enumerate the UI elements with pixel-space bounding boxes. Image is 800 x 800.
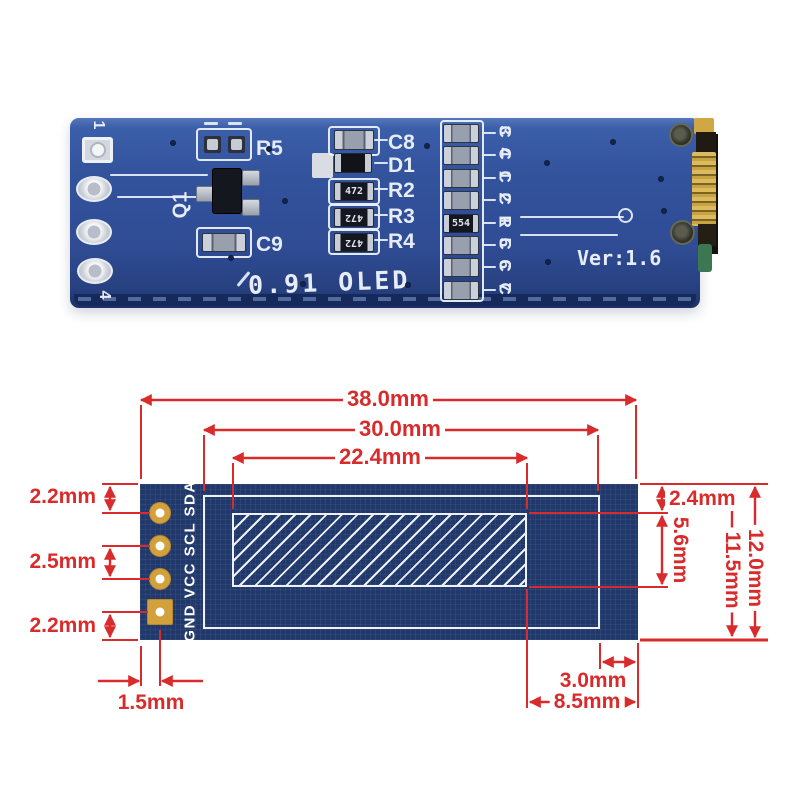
via xyxy=(228,255,234,261)
dim-inner-height: 11.5mm xyxy=(720,527,744,613)
smd-c2 xyxy=(443,191,479,211)
board-bottom-castellation xyxy=(78,297,692,301)
pin1-pad xyxy=(82,137,113,163)
flex-connector-gold-cap xyxy=(694,118,714,134)
via xyxy=(266,146,272,152)
d1-diode xyxy=(334,153,372,173)
silk-tick xyxy=(204,122,218,125)
via xyxy=(282,198,288,204)
silk-label-c8: C8 xyxy=(388,131,415,154)
diagram-pin-scl xyxy=(149,535,171,557)
dim-pin-top: 2.2mm xyxy=(25,485,100,509)
dim-glass-width: 30.0mm xyxy=(355,416,445,442)
leader-line xyxy=(482,199,496,202)
leader-line xyxy=(482,176,496,179)
mounting-hole xyxy=(670,220,695,245)
r4-outline xyxy=(328,229,380,255)
silk-trace xyxy=(110,174,208,176)
dim-active-right: 8.5mm xyxy=(549,690,625,714)
diagram-glass-area xyxy=(203,495,600,629)
silk-label-d1: D1 xyxy=(388,154,415,177)
via xyxy=(661,208,667,214)
c9-outline xyxy=(196,227,252,258)
smd-c1 xyxy=(443,168,479,188)
q1-transistor xyxy=(212,168,242,214)
leader-line xyxy=(482,154,496,157)
pin3-pad xyxy=(76,219,112,245)
board-model-label: 0.91 OLED xyxy=(247,265,411,300)
diagram-pin-labels: GND VCC SCL SDA xyxy=(181,480,199,642)
q1-lead xyxy=(242,199,260,216)
dim-pin-pitch: 2.5mm xyxy=(25,550,100,574)
dim-active-height: 5.6mm xyxy=(668,512,692,588)
flex-connector-green xyxy=(698,244,712,272)
silk-trace xyxy=(117,196,221,198)
via xyxy=(405,282,411,288)
via xyxy=(658,176,664,182)
via xyxy=(170,140,176,146)
smd-c5 xyxy=(443,236,479,255)
via xyxy=(610,139,616,145)
via xyxy=(545,259,551,265)
diagram-pin-vcc xyxy=(149,568,171,590)
flex-connector-ribs xyxy=(692,152,716,226)
c9-capacitor xyxy=(202,233,246,252)
silk-label-r3: R3 xyxy=(388,205,415,228)
dim-glass-right: 3.0mm xyxy=(555,669,631,693)
leader-line xyxy=(482,221,496,224)
c8-capacitor xyxy=(334,130,374,150)
r5-pad xyxy=(204,136,221,153)
silk-label-r4: R4 xyxy=(388,230,415,253)
pcb-board-photo: 1 4 R5 Q1 C9 472 xyxy=(70,118,718,308)
pin2-pad xyxy=(76,176,112,202)
flex-connector-dark xyxy=(698,224,716,246)
dim-pin-inset: 1.5mm xyxy=(113,691,189,715)
via xyxy=(424,143,430,149)
q1-lead xyxy=(242,170,260,186)
dim-total-height: 12.0mm xyxy=(743,524,767,612)
silk-label-c9: C9 xyxy=(256,233,283,256)
pin4-pad xyxy=(77,258,113,284)
leader-line xyxy=(374,239,388,241)
dim-active-width: 22.4mm xyxy=(335,444,425,470)
leader-line xyxy=(482,244,496,246)
silk-square xyxy=(312,153,333,178)
leader-line xyxy=(374,188,388,190)
diagram-pin-sda xyxy=(149,502,171,524)
leader-line xyxy=(482,132,496,134)
silk-trace-long xyxy=(520,234,618,236)
dim-total-width: 38.0mm xyxy=(343,386,433,412)
via xyxy=(544,160,550,166)
flex-connector-dark xyxy=(696,132,716,152)
r4-resistor: 472 xyxy=(334,233,374,252)
version-label: Ver:1.6 xyxy=(577,246,662,270)
leader-line xyxy=(374,139,388,141)
capacitor-bank-outline xyxy=(440,120,484,302)
leader-line xyxy=(374,214,388,216)
diagram-board: GND VCC SCL SDA xyxy=(140,480,638,642)
diagram-active-area xyxy=(232,513,527,587)
smd-r1: 554 xyxy=(443,213,479,233)
r5-pad xyxy=(228,136,245,153)
smd-c6 xyxy=(443,258,479,278)
leader-line xyxy=(374,162,388,164)
silk-trace-long xyxy=(520,216,624,218)
smd-c7 xyxy=(443,280,479,300)
r2-resistor: 472 xyxy=(334,182,374,201)
via-ring xyxy=(618,208,633,223)
dim-pin-bottom: 2.2mm xyxy=(25,614,100,638)
smd-c3 xyxy=(443,124,479,143)
dim-active-top: 2.4mm xyxy=(665,487,740,511)
mounting-hole xyxy=(669,123,693,147)
smd-c4 xyxy=(443,146,479,166)
silk-tick xyxy=(228,122,242,125)
via xyxy=(300,281,306,287)
r3-resistor: 472 xyxy=(334,208,374,227)
r5-outline xyxy=(196,128,252,161)
silk-label-r2: R2 xyxy=(388,179,415,202)
leader-line xyxy=(482,266,496,269)
diagram-pin-gnd xyxy=(147,599,173,625)
leader-line xyxy=(482,288,496,291)
